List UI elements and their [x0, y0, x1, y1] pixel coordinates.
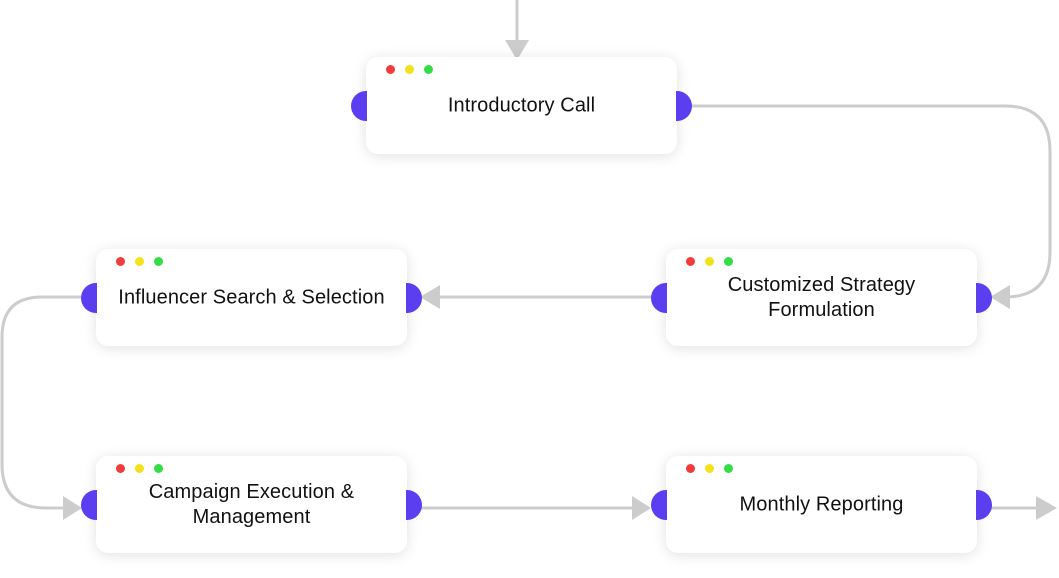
window-dots: [686, 464, 733, 473]
dot-red: [686, 257, 695, 266]
window-dots: [686, 257, 733, 266]
arrowhead-exit: [1036, 496, 1057, 520]
step-label: Influencer Search & Selection: [118, 286, 385, 308]
step-card-influencer-search[interactable]: Influencer Search & Selection: [81, 249, 422, 346]
dot-green: [724, 257, 733, 266]
arrowhead-campaign-in: [63, 496, 82, 520]
window-dots: [116, 257, 163, 266]
output-port[interactable]: [81, 282, 97, 313]
step-label: Campaign Execution & Management: [148, 480, 355, 528]
output-port[interactable]: [406, 489, 422, 520]
arrowhead-strategy-in: [990, 285, 1010, 309]
step-label: Customized Strategy Formulation: [727, 273, 916, 321]
dot-red: [686, 464, 695, 473]
input-port[interactable]: [976, 282, 992, 313]
dot-green: [724, 464, 733, 473]
input-port[interactable]: [81, 489, 97, 520]
dot-yellow: [135, 464, 144, 473]
dot-yellow: [135, 257, 144, 266]
arrowhead-entry: [505, 40, 529, 60]
dot-red: [386, 65, 395, 74]
dot-yellow: [705, 257, 714, 266]
arrowhead-reporting-in: [632, 496, 651, 520]
input-port[interactable]: [406, 282, 422, 313]
output-port[interactable]: [976, 489, 992, 520]
step-label: Introductory Call: [447, 94, 596, 116]
dot-red: [116, 257, 125, 266]
step-card-campaign-execution[interactable]: Campaign Execution & Management: [81, 456, 422, 553]
window-dots: [116, 464, 163, 473]
step-label: Monthly Reporting: [739, 493, 904, 515]
window-dots: [386, 65, 433, 74]
dot-yellow: [705, 464, 714, 473]
dot-red: [116, 464, 125, 473]
connector-intro-to-strategy: [690, 104, 1052, 299]
connector-influencer-to-campaign: [0, 295, 82, 510]
step-card-monthly-reporting[interactable]: Monthly Reporting: [651, 456, 992, 553]
output-port[interactable]: [651, 282, 667, 313]
step-card-customized-strategy[interactable]: Customized Strategy Formulation: [651, 249, 992, 346]
arrowhead-influencer-in: [420, 285, 440, 309]
dot-green: [424, 65, 433, 74]
dot-green: [154, 257, 163, 266]
dot-green: [154, 464, 163, 473]
input-port[interactable]: [651, 489, 667, 520]
output-port[interactable]: [676, 90, 692, 121]
step-card-introductory-call[interactable]: Introductory Call: [351, 57, 692, 154]
dot-yellow: [405, 65, 414, 74]
input-port[interactable]: [351, 90, 367, 121]
